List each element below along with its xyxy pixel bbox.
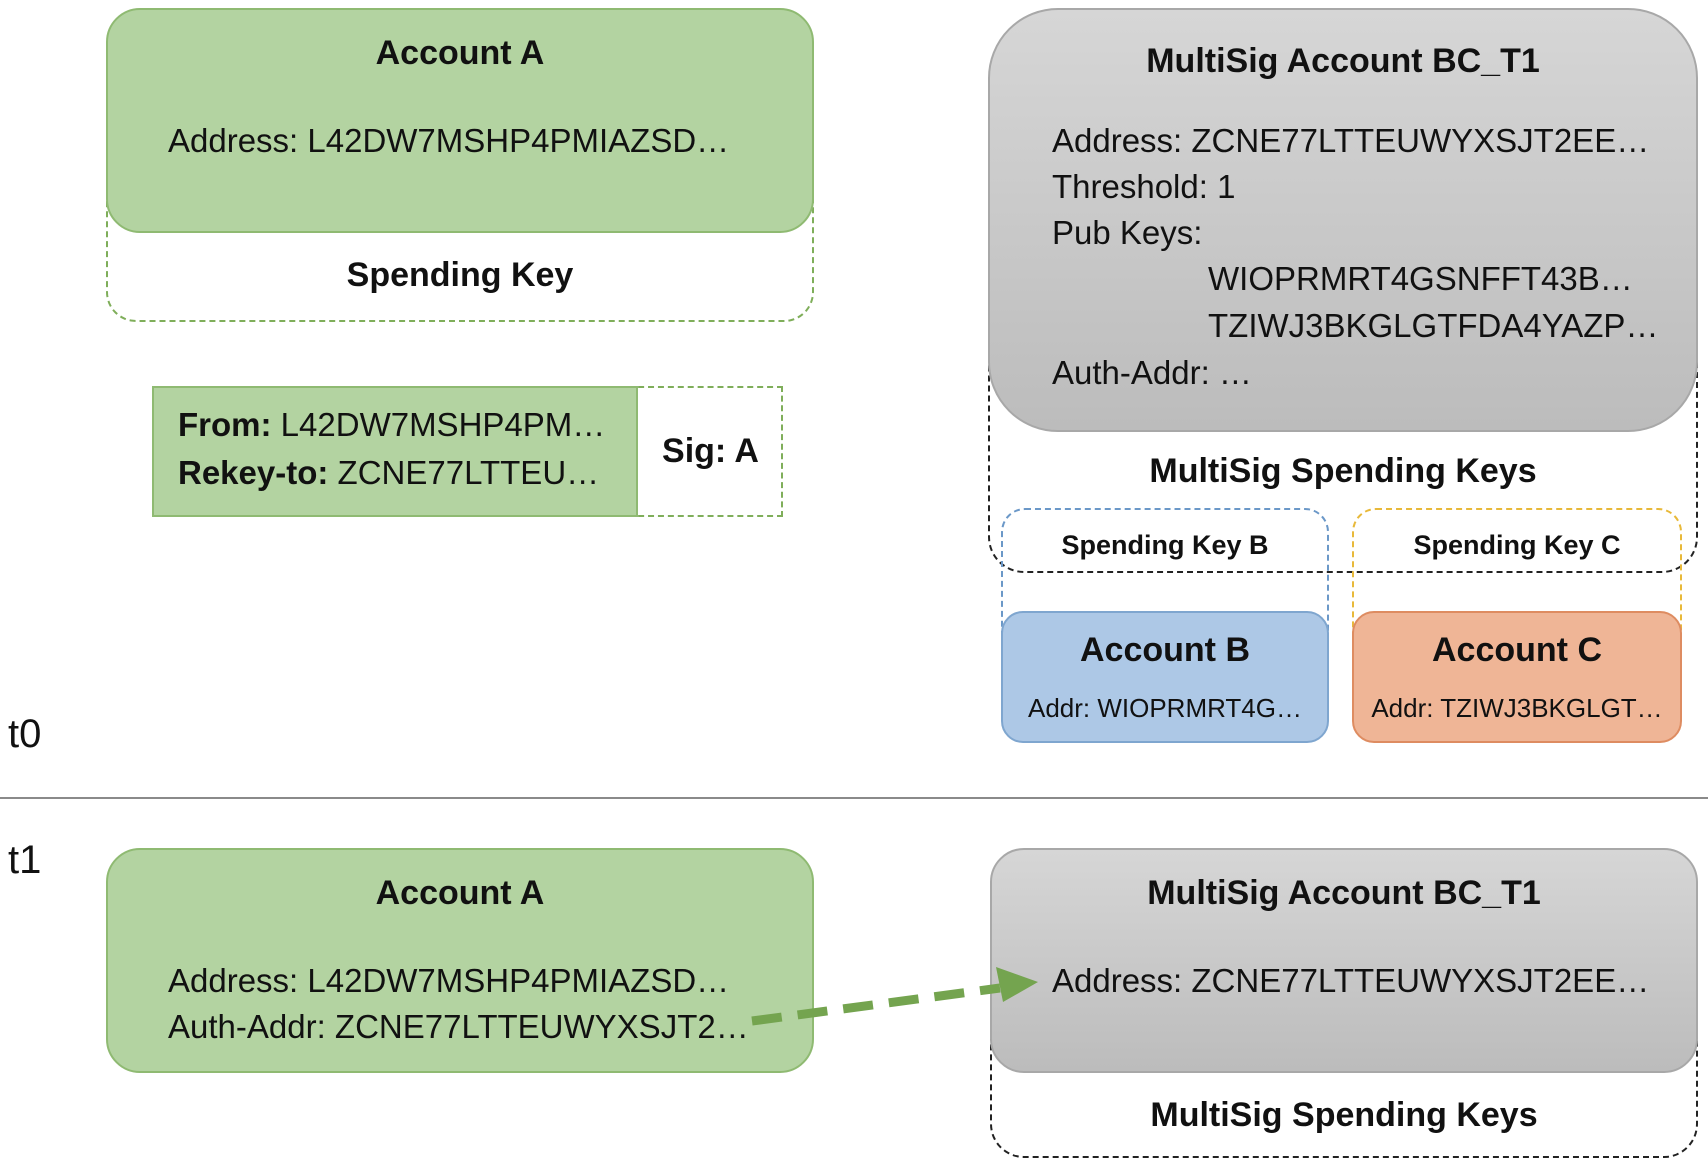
account-b-box[interactable]: Account B Addr: WIOPRMRT4G… — [1001, 611, 1329, 743]
time-label-t1: t1 — [8, 838, 42, 882]
account-a-box-t0[interactable]: Account A Address: L42DW7MSHP4PMIAZSD… — [106, 8, 814, 233]
multisig-address-t0: Address: ZCNE77LTTEUWYXSJT2EE… — [1052, 122, 1650, 159]
account-a-title: Account A — [375, 34, 545, 72]
multisig-account-box-t0[interactable]: MultiSig Account BC_T1 Address: ZCNE77LT… — [988, 8, 1698, 432]
multisig-pubkeys-label: Pub Keys: — [1052, 214, 1203, 251]
multisig-pubkey-2: TZIWJ3BKGLGTFDA4YAZP… — [1208, 307, 1659, 344]
rekey-value: ZCNE77LTTEU… — [337, 454, 600, 491]
account-a-spending-key-label: Spending Key — [346, 256, 574, 294]
transaction-rekey: Rekey-to: ZCNE77LTTEU… — [178, 454, 599, 492]
account-a-address: Address: L42DW7MSHP4PMIAZSD… — [168, 122, 730, 159]
account-b-title: Account B — [1080, 631, 1250, 669]
time-label-t0: t0 — [8, 712, 42, 756]
multisig-title-t0: MultiSig Account BC_T1 — [1146, 42, 1540, 80]
rekey-label: Rekey-to: — [178, 454, 329, 491]
from-value: L42DW7MSHP4PM… — [280, 406, 606, 443]
timeline-divider — [0, 797, 1708, 799]
account-b-addr: Addr: WIOPRMRT4G… — [1027, 693, 1302, 723]
multisig-pubkey-1: WIOPRMRT4GSNFFT43B… — [1208, 260, 1633, 297]
account-a-auth-addr-t1: Auth-Addr: ZCNE77LTTEUWYXSJT2… — [168, 1008, 749, 1045]
account-c-addr: Addr: TZIWJ3BKGLGT… — [1371, 693, 1663, 723]
multisig-spending-keys-label-t1: MultiSig Spending Keys — [1150, 1096, 1538, 1134]
account-a-address-t1: Address: L42DW7MSHP4PMIAZSD… — [168, 962, 730, 999]
account-c-title: Account C — [1432, 631, 1602, 669]
spending-key-b-label: Spending Key B — [1061, 530, 1269, 560]
signature-label: Sig: A — [662, 432, 759, 470]
multisig-address-t1: Address: ZCNE77LTTEUWYXSJT2EE… — [1052, 962, 1650, 999]
account-a-box-t1[interactable]: Account A Address: L42DW7MSHP4PMIAZSD… A… — [106, 848, 814, 1073]
multisig-auth-addr-t0: Auth-Addr: … — [1052, 354, 1252, 391]
transaction-from: From: L42DW7MSHP4PM… — [178, 406, 605, 444]
multisig-account-box-t1[interactable]: MultiSig Account BC_T1 Address: ZCNE77LT… — [990, 848, 1698, 1073]
account-a-title-t1: Account A — [375, 874, 545, 912]
multisig-spending-keys-label-t0: MultiSig Spending Keys — [1149, 452, 1537, 490]
spending-key-c-label: Spending Key C — [1413, 530, 1621, 560]
multisig-threshold: Threshold: 1 — [1052, 168, 1236, 205]
from-label: From: — [178, 406, 272, 443]
multisig-title-t1: MultiSig Account BC_T1 — [1147, 874, 1541, 912]
account-c-box[interactable]: Account C Addr: TZIWJ3BKGLGT… — [1352, 611, 1682, 743]
transaction-body[interactable]: From: L42DW7MSHP4PM… Rekey-to: ZCNE77LTT… — [152, 386, 638, 517]
